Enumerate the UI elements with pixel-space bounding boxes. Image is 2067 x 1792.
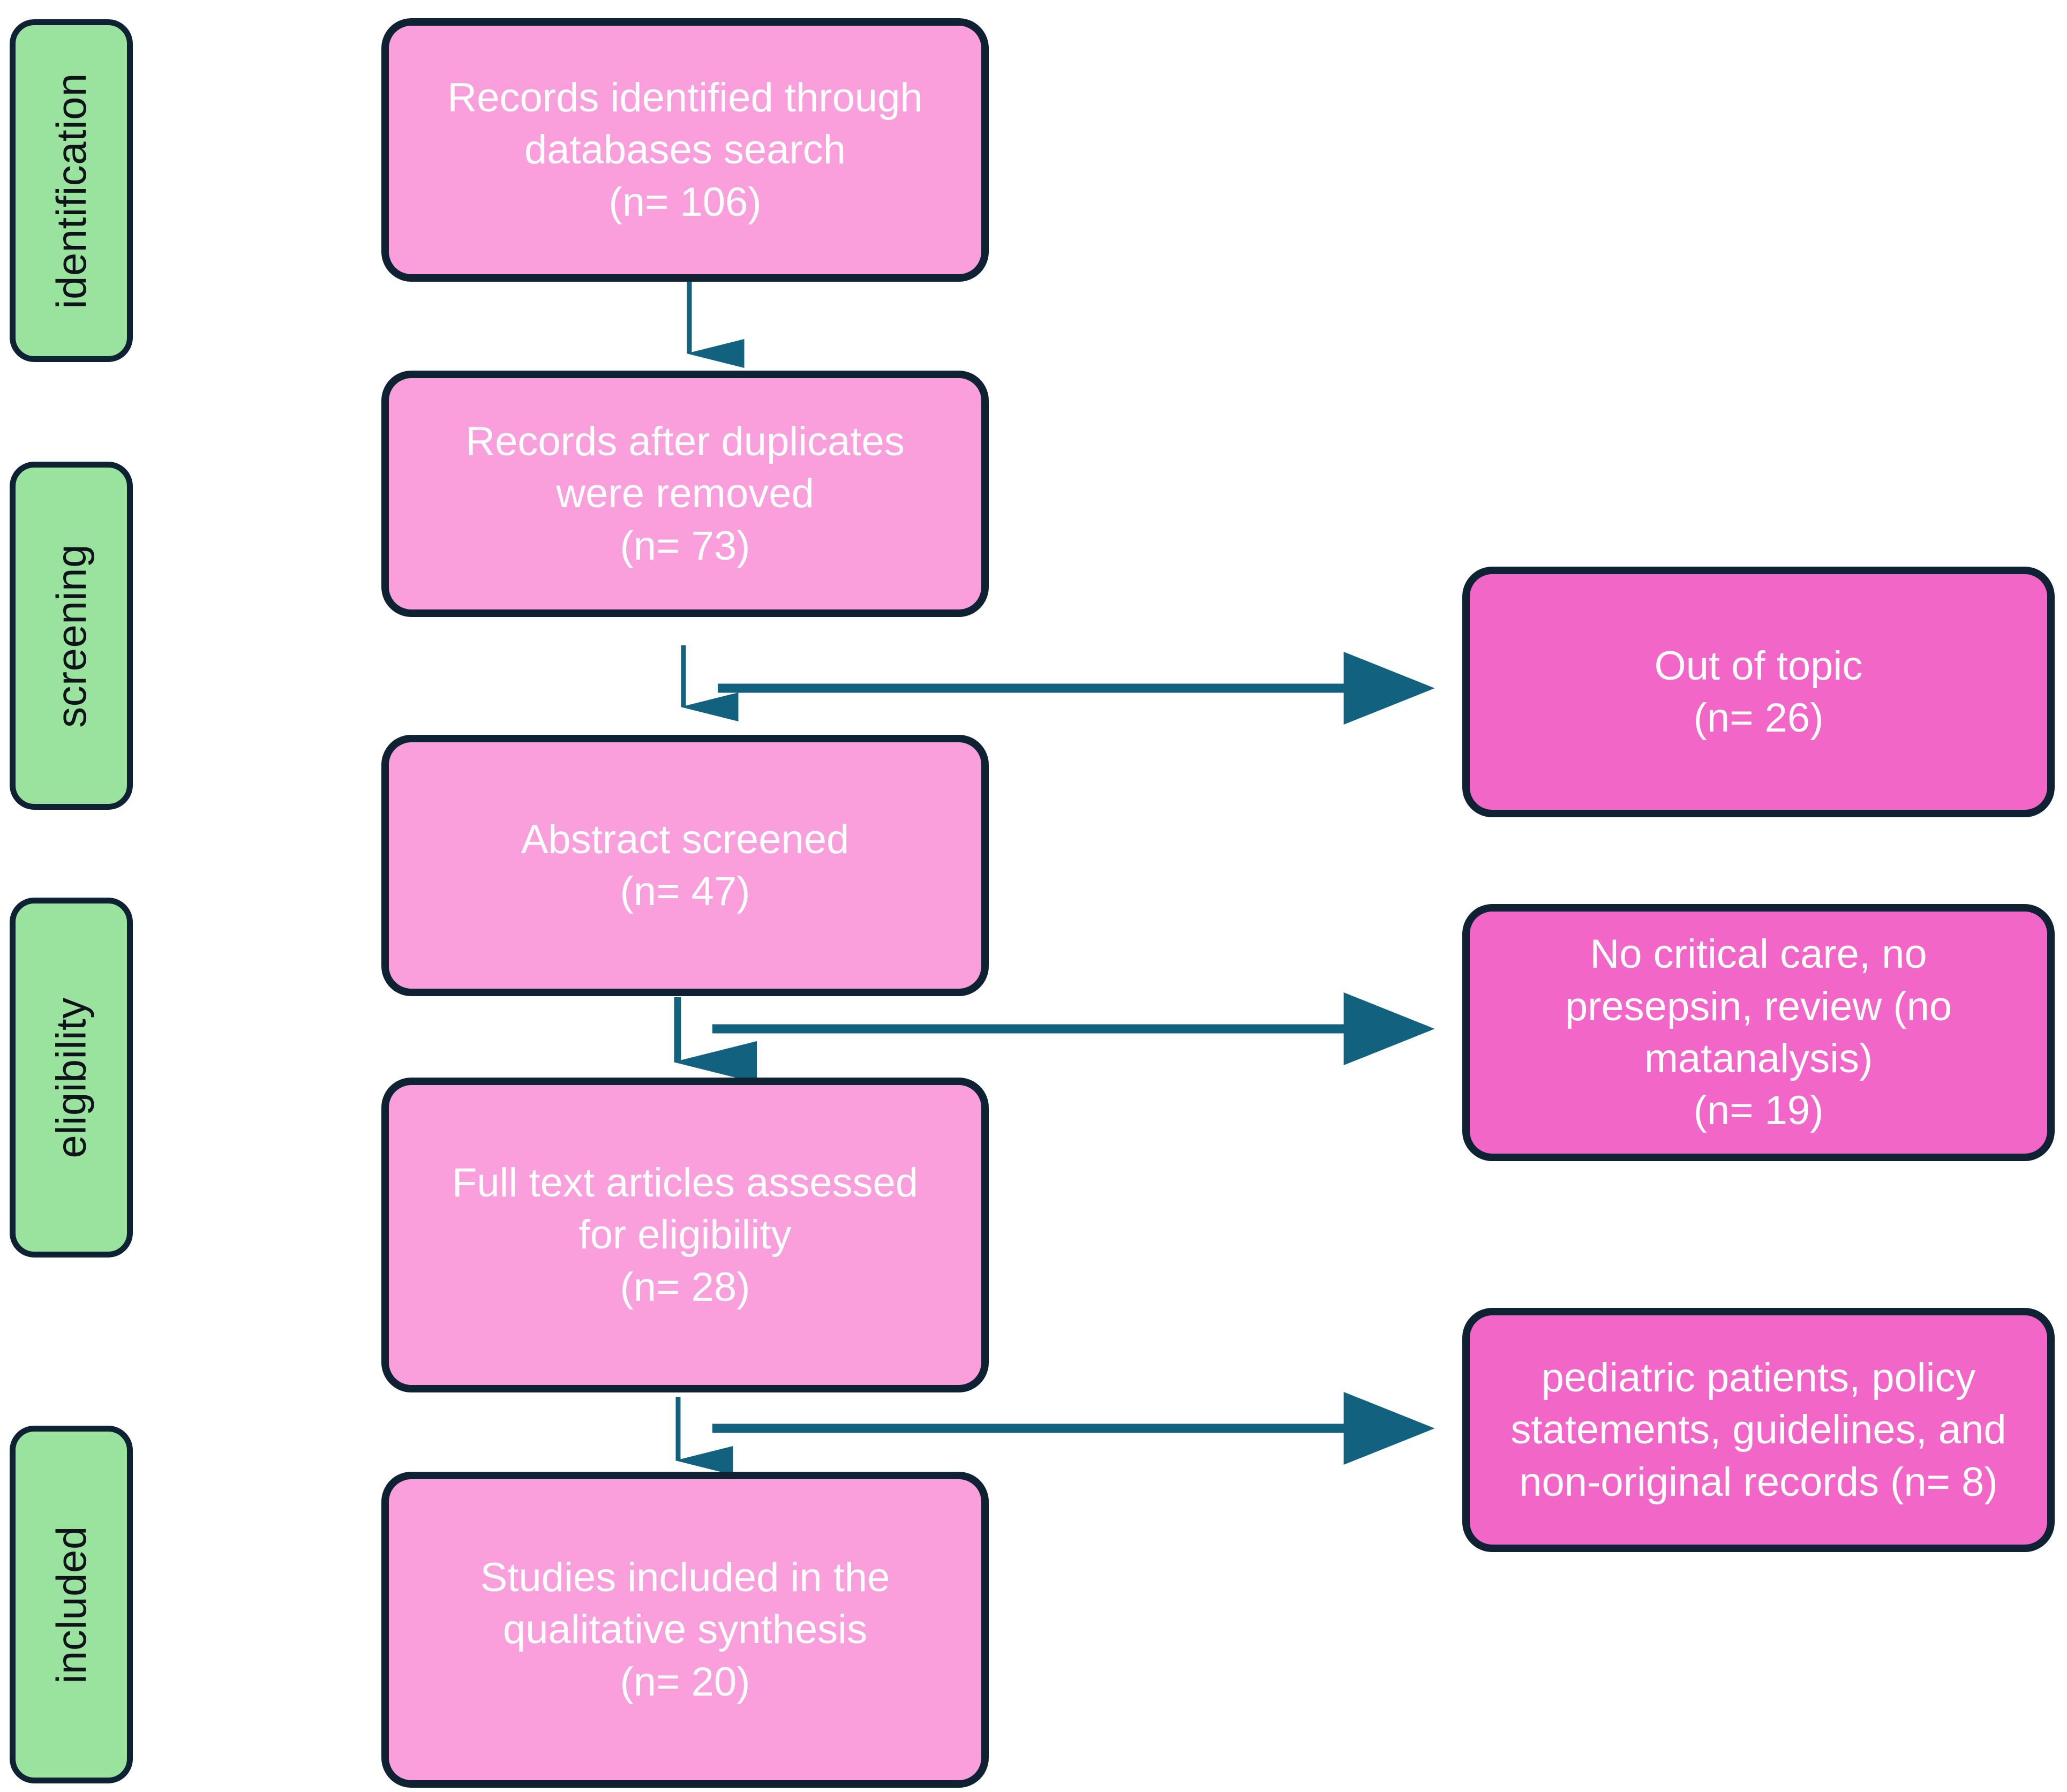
flow-box-pediatric-policy: pediatric patients, policy statements, g…	[1462, 1308, 2055, 1552]
flow-box-out-of-topic: Out of topic (n= 26)	[1462, 567, 2055, 817]
stage-label-eligibility: eligibility	[10, 898, 133, 1258]
stage-label-included: included	[10, 1426, 133, 1783]
flow-box-no-critical-care-text: No critical care, no presepsin, review (…	[1565, 931, 1952, 1134]
stage-label-identification-text: identification	[47, 72, 95, 309]
flow-box-abstract-screened-text: Abstract screened (n= 47)	[521, 816, 850, 914]
stage-label-identification: identification	[10, 19, 133, 362]
stage-label-screening: screening	[10, 462, 133, 810]
flow-box-full-text-assessed-text: Full text articles assessed for eligibil…	[452, 1160, 919, 1310]
flow-box-records-after-duplicates-text: Records after duplicates were removed (n…	[465, 419, 905, 569]
flow-box-abstract-screened: Abstract screened (n= 47)	[381, 735, 989, 996]
flow-box-studies-included: Studies included in the qualitative synt…	[381, 1472, 989, 1788]
flow-box-pediatric-policy-text: pediatric patients, policy statements, g…	[1510, 1355, 2006, 1505]
flow-box-studies-included-text: Studies included in the qualitative synt…	[480, 1555, 890, 1705]
flow-box-full-text-assessed: Full text articles assessed for eligibil…	[381, 1078, 989, 1392]
flow-box-out-of-topic-text: Out of topic (n= 26)	[1654, 643, 1863, 741]
stage-label-eligibility-text: eligibility	[47, 997, 95, 1158]
flow-box-records-after-duplicates: Records after duplicates were removed (n…	[381, 371, 989, 617]
flow-box-records-identified: Records identified through databases sea…	[381, 18, 989, 282]
stage-label-screening-text: screening	[47, 544, 95, 728]
flow-box-no-critical-care: No critical care, no presepsin, review (…	[1462, 904, 2055, 1161]
stage-label-included-text: included	[47, 1525, 95, 1684]
flow-box-records-identified-text: Records identified through databases sea…	[447, 75, 923, 225]
